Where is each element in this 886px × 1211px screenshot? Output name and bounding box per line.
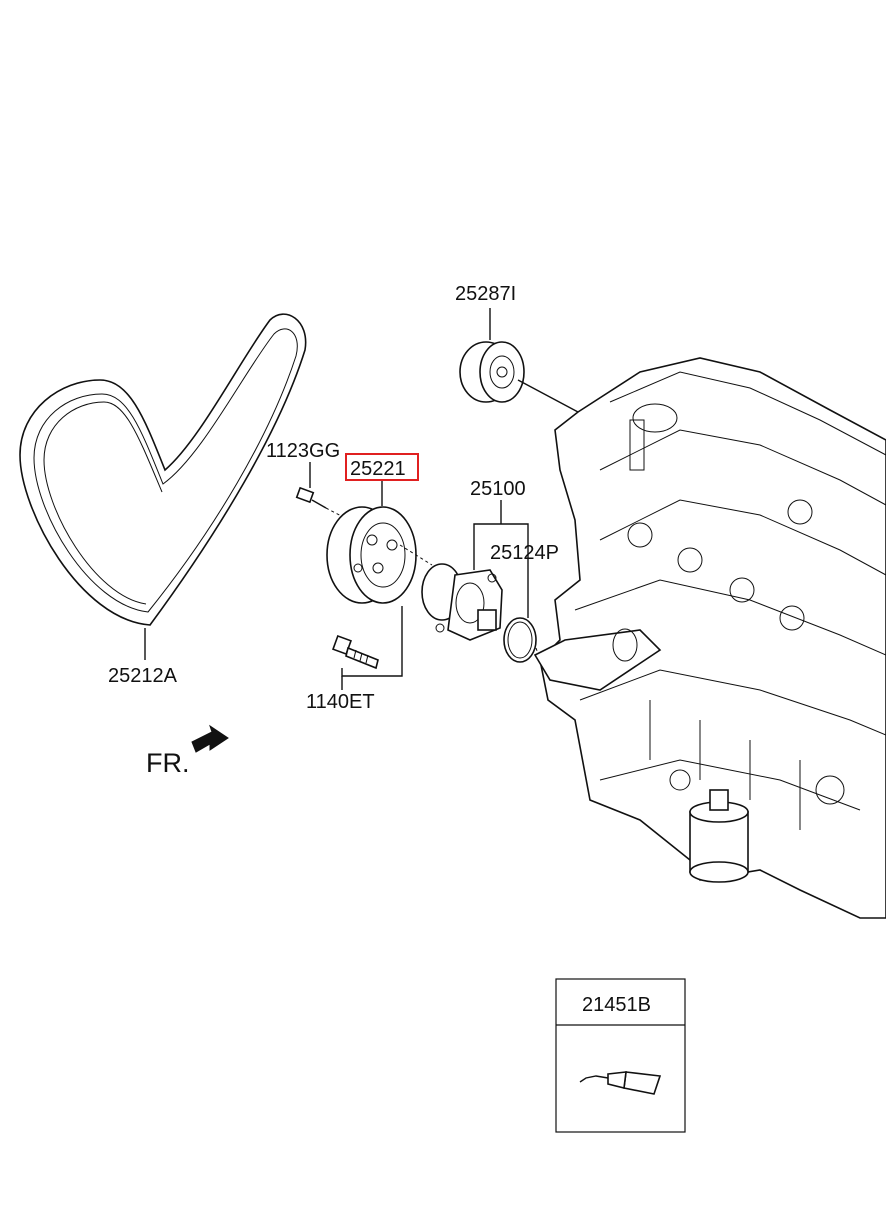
bolt-long[interactable] (332, 635, 379, 670)
gasket[interactable] (503, 617, 537, 663)
label-front-indicator: FR. (146, 748, 190, 778)
label-sealant: 21451B (582, 994, 651, 1016)
oil-filter (689, 789, 749, 883)
bolt-small[interactable] (295, 486, 327, 509)
sealant-tube-icon[interactable] (579, 1071, 662, 1095)
label-idler-pulley: 25287I (455, 283, 516, 305)
drive-belt[interactable] (19, 313, 307, 626)
highlight-box-water-pump-pulley (345, 453, 419, 481)
sealant-legend-box (555, 978, 686, 1133)
label-water-pump-pulley: 25221 (350, 458, 406, 480)
water-pump[interactable] (421, 563, 503, 641)
front-direction-arrow-icon (191, 724, 229, 753)
label-gasket: 25124P (490, 542, 559, 564)
idler-pulley[interactable] (459, 341, 525, 403)
label-bolt-small: 1123GG (266, 440, 340, 462)
water-pump-pulley[interactable] (326, 506, 417, 604)
engine-block (533, 357, 886, 919)
label-bolt-long: 1140ET (306, 691, 375, 713)
label-drive-belt: 25212A (108, 665, 178, 687)
label-water-pump: 25100 (470, 478, 526, 500)
